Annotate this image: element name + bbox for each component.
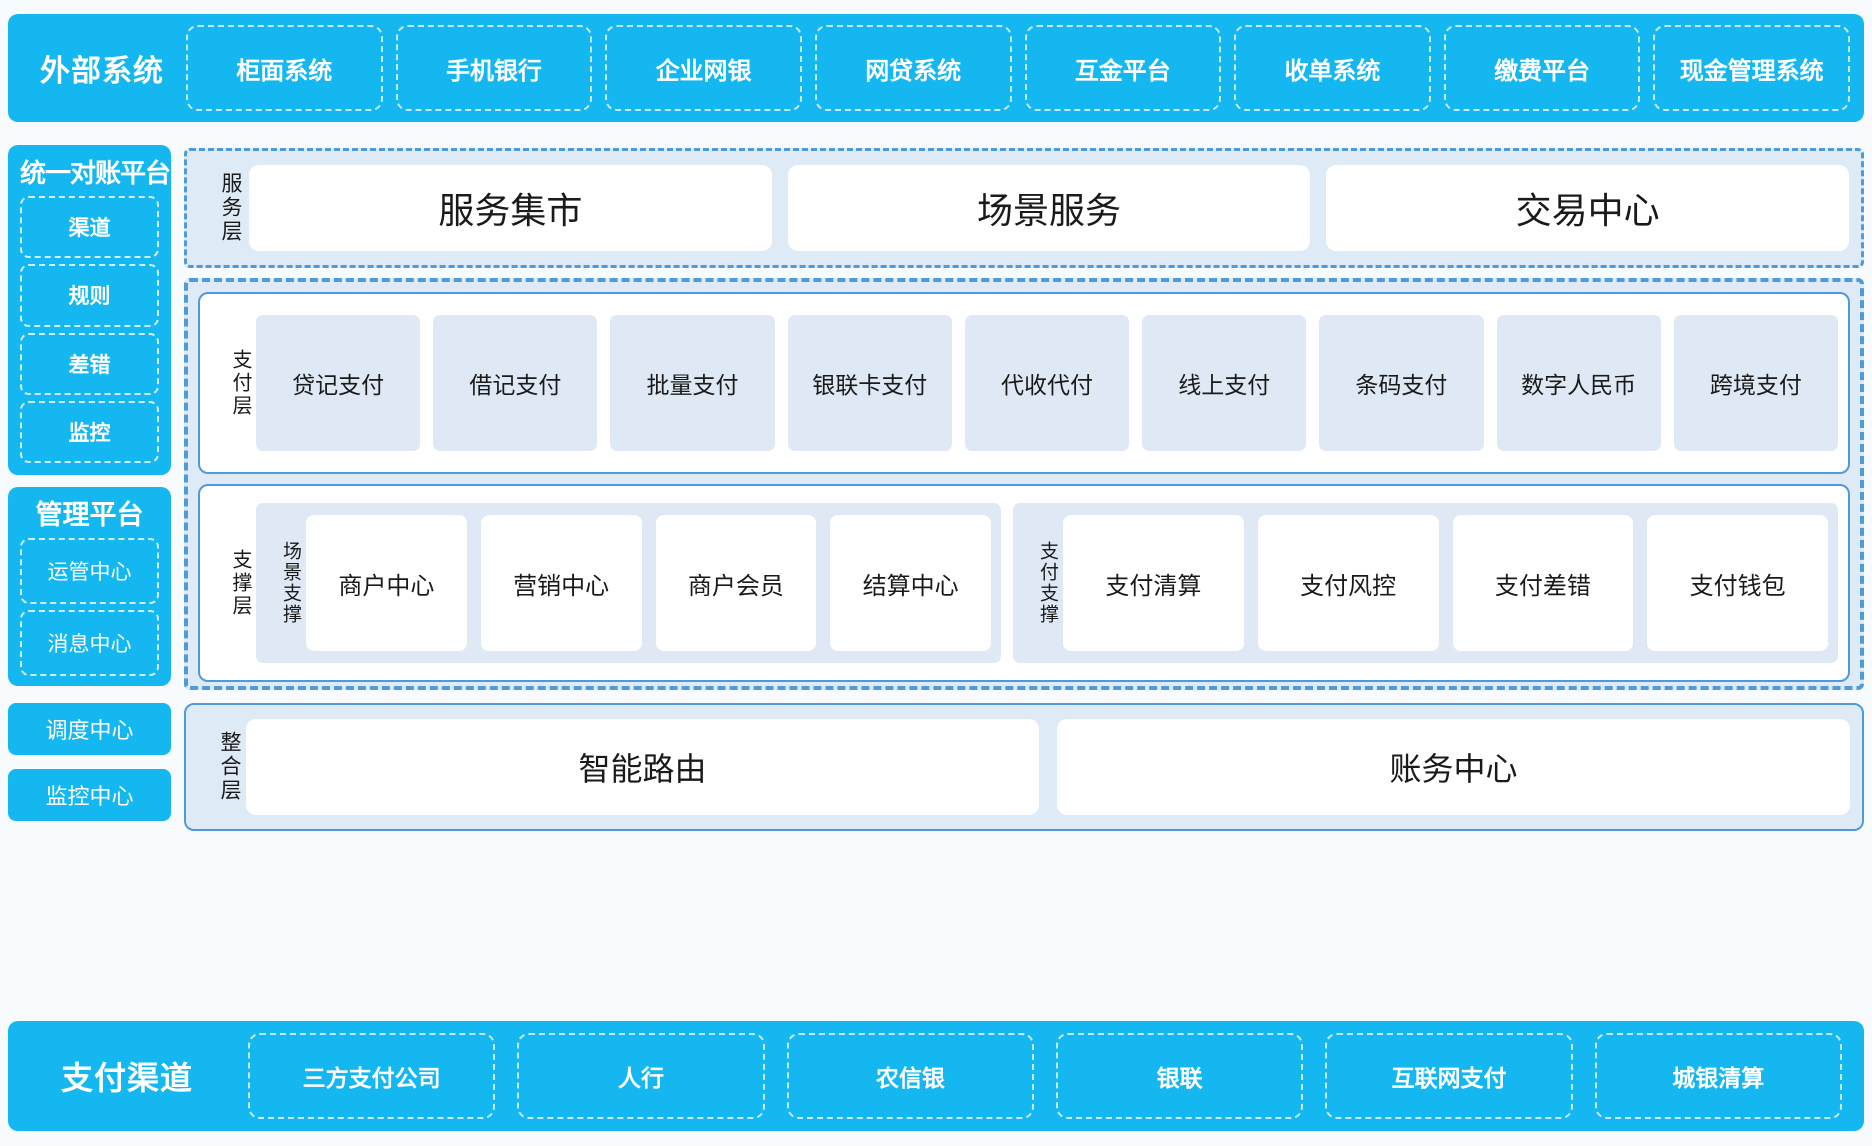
support-item-payment-clearing[interactable]: 支付清算 bbox=[1063, 515, 1244, 651]
payment-channels-title: 支付渠道 bbox=[60, 1060, 193, 1096]
support-item-payment-error[interactable]: 支付差错 bbox=[1452, 515, 1634, 651]
integration-layer-list: 智能路由 账务中心 bbox=[240, 719, 1850, 815]
mgmt-item-message-center[interactable]: 消息中心 bbox=[20, 610, 159, 676]
payment-channel-item[interactable]: 三方支付公司 bbox=[248, 1033, 496, 1119]
service-item-scenario[interactable]: 场景服务 bbox=[787, 165, 1311, 251]
payment-item-unionpay-card[interactable]: 银联卡支付 bbox=[787, 315, 952, 451]
recon-platform-panel: 统一对账平台 渠道 规则 差错 监控 bbox=[8, 145, 171, 475]
service-layer-label: 服务层 bbox=[219, 172, 242, 244]
monitor-center-box[interactable]: 监控中心 bbox=[8, 769, 171, 821]
payment-item-digital-rmb[interactable]: 数字人民币 bbox=[1496, 315, 1661, 451]
external-systems-band: 外部系统 柜面系统 手机银行 企业网银 网贷系统 互金平台 收单系统 缴费平台 … bbox=[8, 14, 1864, 122]
support-item-merchant-member[interactable]: 商户会员 bbox=[655, 515, 817, 651]
payment-channel-item[interactable]: 人行 bbox=[517, 1033, 765, 1119]
external-system-item[interactable]: 柜面系统 bbox=[186, 25, 383, 111]
integration-layer-label: 整合层 bbox=[218, 731, 241, 803]
payment-item-online[interactable]: 线上支付 bbox=[1142, 315, 1307, 451]
mgmt-item-operations-center[interactable]: 运管中心 bbox=[20, 538, 159, 604]
external-system-item[interactable]: 网贷系统 bbox=[814, 25, 1012, 111]
payment-channel-item[interactable]: 农信银 bbox=[786, 1033, 1034, 1119]
payment-layer-label: 支付层 bbox=[229, 348, 251, 418]
support-layer-panel: 支撑层 场景支撑 商户中心 营销中心 商户会员 结算中心 支付支撑 支付清算 bbox=[198, 484, 1850, 682]
recon-platform-title: 统一对账平台 bbox=[20, 158, 171, 188]
payment-item-collection-payment[interactable]: 代收代付 bbox=[964, 315, 1130, 451]
dispatch-center-box[interactable]: 调度中心 bbox=[8, 703, 171, 755]
recon-item-channel[interactable]: 渠道 bbox=[20, 196, 159, 259]
recon-item-monitor[interactable]: 监控 bbox=[20, 400, 159, 463]
external-systems-list: 柜面系统 手机银行 企业网银 网贷系统 互金平台 收单系统 缴费平台 现金管理系… bbox=[182, 25, 1864, 111]
service-layer-list: 服务集市 场景服务 交易中心 bbox=[241, 165, 1850, 251]
support-group-scenario: 场景支撑 商户中心 营销中心 商户会员 结算中心 bbox=[256, 503, 1001, 663]
external-systems-title: 外部系统 bbox=[40, 55, 164, 88]
external-system-item[interactable]: 互金平台 bbox=[1024, 25, 1222, 111]
payment-layer-panel: 支付层 贷记支付 借记支付 批量支付 银联卡支付 代收代付 线上支付 条码支付 … bbox=[198, 292, 1850, 474]
external-system-item[interactable]: 收单系统 bbox=[1234, 25, 1431, 111]
support-layer-groups: 场景支撑 商户中心 营销中心 商户会员 结算中心 支付支撑 支付清算 支付风控 … bbox=[250, 503, 1838, 663]
payment-item-debit[interactable]: 借记支付 bbox=[433, 315, 598, 451]
payment-channel-item[interactable]: 互联网支付 bbox=[1325, 1033, 1573, 1119]
support-layer-label: 支撑层 bbox=[229, 548, 251, 618]
support-item-payment-wallet[interactable]: 支付钱包 bbox=[1647, 515, 1828, 651]
payment-channel-item[interactable]: 银联 bbox=[1055, 1033, 1304, 1119]
support-item-settlement-center[interactable]: 结算中心 bbox=[830, 515, 991, 651]
payment-channels-list: 三方支付公司 人行 农信银 银联 互联网支付 城银清算 bbox=[232, 1033, 1864, 1119]
integration-item-accounting-center[interactable]: 账务中心 bbox=[1057, 719, 1850, 815]
management-platform-title: 管理平台 bbox=[35, 500, 144, 530]
support-group-scenario-label: 场景支撑 bbox=[280, 541, 301, 625]
payment-item-batch[interactable]: 批量支付 bbox=[610, 315, 775, 451]
support-item-payment-risk[interactable]: 支付风控 bbox=[1257, 515, 1439, 651]
service-item-marketplace[interactable]: 服务集市 bbox=[249, 165, 772, 251]
support-item-marketing-center[interactable]: 营销中心 bbox=[480, 515, 642, 651]
payment-item-credit[interactable]: 贷记支付 bbox=[256, 315, 421, 451]
integration-layer-panel: 整合层 智能路由 账务中心 bbox=[184, 703, 1864, 831]
support-group-scenario-list: 商户中心 营销中心 商户会员 结算中心 bbox=[300, 515, 991, 651]
service-item-transaction-center[interactable]: 交易中心 bbox=[1326, 165, 1850, 251]
payment-item-barcode[interactable]: 条码支付 bbox=[1319, 315, 1484, 451]
service-layer-panel: 服务层 服务集市 场景服务 交易中心 bbox=[184, 148, 1864, 268]
external-system-item[interactable]: 现金管理系统 bbox=[1653, 25, 1850, 111]
external-system-item[interactable]: 企业网银 bbox=[605, 25, 802, 111]
core-platform-container: 支付层 贷记支付 借记支付 批量支付 银联卡支付 代收代付 线上支付 条码支付 … bbox=[184, 278, 1864, 690]
management-platform-panel: 管理平台 运管中心 消息中心 bbox=[8, 487, 171, 686]
external-system-item[interactable]: 手机银行 bbox=[395, 25, 593, 111]
payment-layer-list: 贷记支付 借记支付 批量支付 银联卡支付 代收代付 线上支付 条码支付 数字人民… bbox=[250, 315, 1838, 451]
support-item-merchant-center[interactable]: 商户中心 bbox=[306, 515, 467, 651]
support-group-payment: 支付支撑 支付清算 支付风控 支付差错 支付钱包 bbox=[1013, 503, 1838, 663]
payment-channels-band: 支付渠道 三方支付公司 人行 农信银 银联 互联网支付 城银清算 bbox=[8, 1021, 1864, 1131]
payment-channel-item[interactable]: 城银清算 bbox=[1594, 1033, 1842, 1119]
integration-item-smart-routing[interactable]: 智能路由 bbox=[246, 719, 1039, 815]
external-system-item[interactable]: 缴费平台 bbox=[1443, 25, 1641, 111]
support-group-payment-label: 支付支撑 bbox=[1037, 541, 1058, 625]
payment-item-cross-border[interactable]: 跨境支付 bbox=[1673, 315, 1838, 451]
support-group-payment-list: 支付清算 支付风控 支付差错 支付钱包 bbox=[1057, 515, 1828, 651]
recon-item-rule[interactable]: 规则 bbox=[20, 264, 159, 327]
recon-item-error[interactable]: 差错 bbox=[20, 332, 159, 395]
